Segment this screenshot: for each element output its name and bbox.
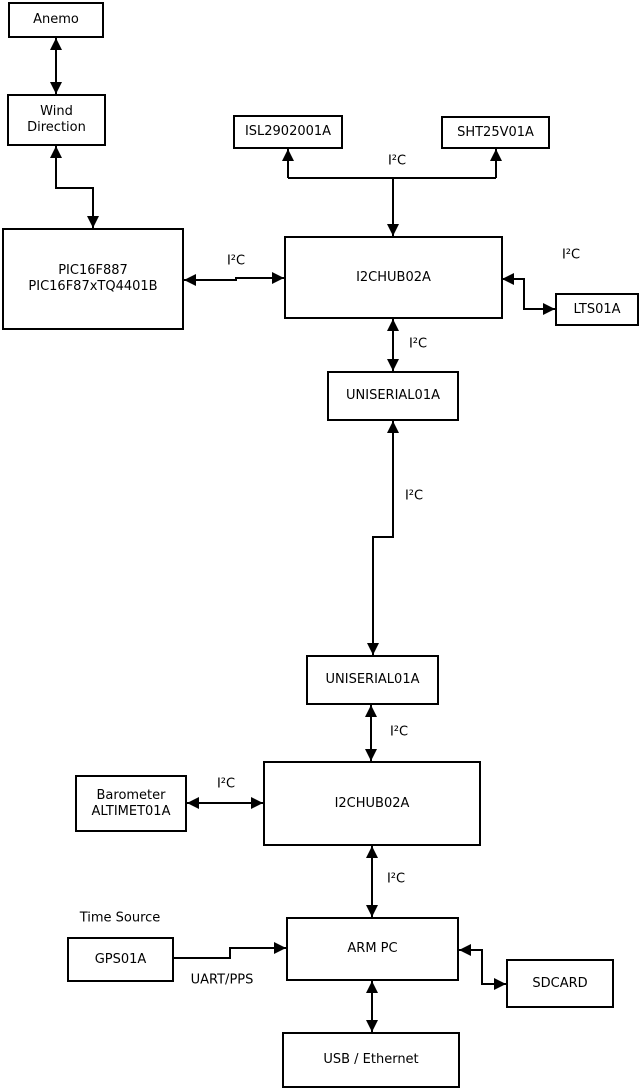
connector-pic-i2chub-top (184, 272, 284, 286)
connector-uniserial-link (367, 421, 399, 655)
connector-armpc-sdcard (459, 944, 506, 990)
node-sdcard: SDCARD (506, 959, 614, 1008)
edge-label-i2c-uniserial-hub2: I²C (389, 724, 409, 740)
edge-label-i2c-hub2-armpc: I²C (386, 871, 406, 887)
edge-label-i2c-pic-hub: I²C (226, 253, 246, 269)
connector-winddirection-pic (50, 146, 99, 228)
node-uniserial01a-upper: UNISERIAL01A (327, 371, 459, 421)
node-isl2902001a: ISL2902001A (233, 115, 343, 149)
node-wind-direction: Wind Direction (7, 94, 106, 146)
node-gps01a: GPS01A (67, 937, 174, 982)
node-i2chub02a-bottom: I2CHUB02A (263, 761, 481, 846)
node-lts01a: LTS01A (555, 293, 639, 326)
edge-label-uart-pps: UART/PPS (190, 972, 254, 988)
connector-i2chub-top-lts (502, 273, 555, 315)
edge-label-i2c-hub-uniserial: I²C (408, 336, 428, 352)
node-sht25v01a: SHT25V01A (441, 116, 550, 149)
edge-label-time-source: Time Source (79, 910, 161, 926)
node-uniserial01a-lower: UNISERIAL01A (306, 655, 439, 705)
node-anemo: Anemo (8, 2, 104, 38)
node-arm-pc: ARM PC (286, 917, 459, 981)
edge-label-i2c-barometer-hub2: I²C (216, 776, 236, 792)
edge-label-i2c-uniserial-link: I²C (404, 488, 424, 504)
node-usb-ethernet: USB / Ethernet (282, 1032, 460, 1088)
node-barometer-altimet01a: Barometer ALTIMET01A (75, 775, 187, 832)
edge-label-i2c-hub-sensors: I²C (387, 153, 407, 169)
connector-gps-armpc (173, 942, 286, 959)
node-i2chub02a-top: I2CHUB02A (284, 236, 503, 319)
node-pic16f887: PIC16F887 PIC16F87xTQ4401B (2, 228, 184, 330)
edge-label-i2c-hub-lts: I²C (561, 247, 581, 263)
